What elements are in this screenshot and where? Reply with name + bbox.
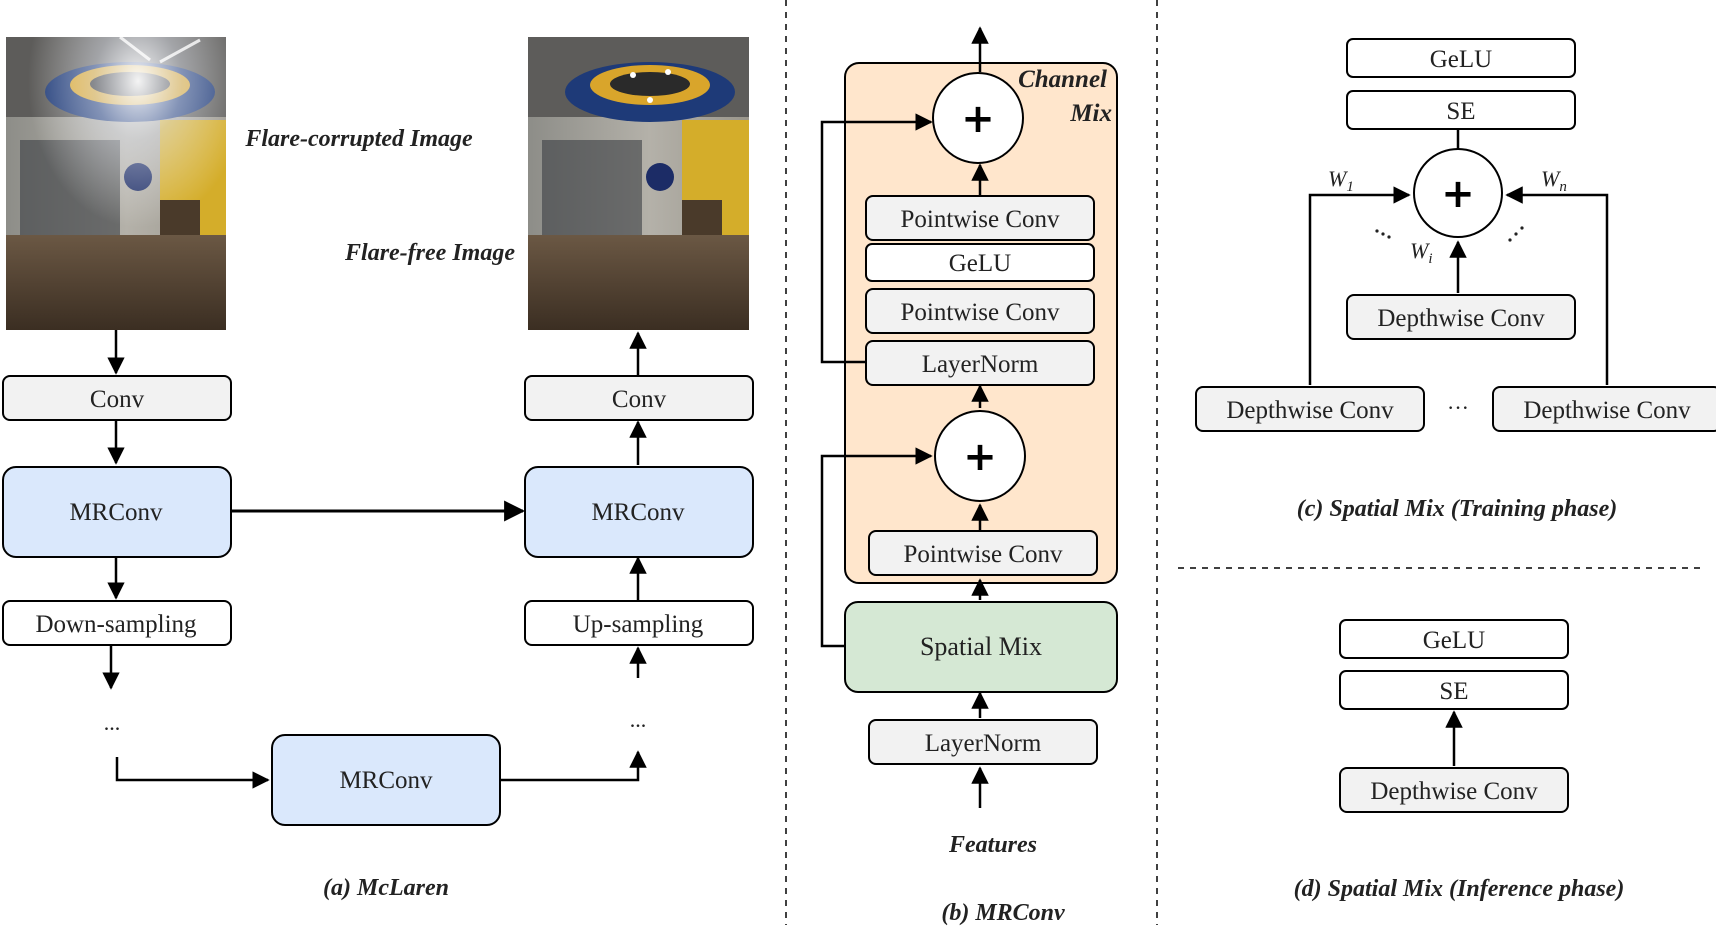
- mrconv-label-right: MRConv: [591, 499, 685, 526]
- mrconv-label-bottom: MRConv: [339, 767, 433, 794]
- arrow-to-bottom-mrconv: [115, 757, 270, 789]
- up-sampling-box: [524, 600, 754, 646]
- layernorm-inner-box: [865, 340, 1095, 386]
- depthwise-conv-right-box: [1492, 386, 1716, 432]
- se-d-box: [1339, 670, 1569, 710]
- pointwise-conv-top-box: [865, 195, 1095, 241]
- diagonal-dots-left: [1375, 229, 1391, 239]
- arrow-residual-top: [820, 113, 933, 364]
- pointwise-conv-mid-box: [865, 288, 1095, 334]
- depthwise-conv-left-label: Depthwise Conv: [1226, 397, 1394, 424]
- weight-wn-label: Wn: [1541, 166, 1567, 195]
- down-sampling-label: Down-sampling: [35, 611, 197, 638]
- ellipsis-left: ...: [104, 710, 121, 735]
- se-d-label: SE: [1439, 678, 1468, 705]
- arrow-residual-bottom: [820, 447, 933, 648]
- depthwise-conv-center-label: Depthwise Conv: [1377, 305, 1545, 332]
- gelu-label: GeLU: [949, 250, 1011, 277]
- gelu-c-box: [1346, 38, 1576, 78]
- mrconv-box-right: [524, 466, 754, 558]
- se-c-label: SE: [1446, 98, 1475, 125]
- add-icon-top: [932, 72, 1024, 164]
- plus-symbol-bottom: +: [963, 434, 997, 480]
- layernorm-outer-label: LayerNorm: [925, 730, 1042, 757]
- depthwise-conv-d-label: Depthwise Conv: [1370, 778, 1538, 805]
- conv-box-right: [524, 375, 754, 421]
- channel-mix-label-line1: Channel: [1018, 66, 1107, 93]
- depthwise-conv-right-label: Depthwise Conv: [1523, 397, 1691, 424]
- plus-symbol-top: +: [961, 96, 995, 142]
- add-icon-bottom: [934, 410, 1026, 502]
- depthwise-conv-center-box: [1346, 294, 1576, 340]
- spatial-mix-box: [844, 601, 1118, 693]
- conv-label-left: Conv: [90, 386, 145, 413]
- add-icon-c: [1413, 148, 1503, 238]
- conv-box-left: [2, 375, 232, 421]
- mrconv-box-bottom: [271, 734, 501, 826]
- ellipsis-right: ...: [630, 707, 647, 732]
- depthwise-conv-left-box: [1195, 386, 1425, 432]
- down-sampling-box: [2, 600, 232, 646]
- gelu-d-label: GeLU: [1423, 627, 1485, 654]
- output-image-label: Flare-free Image: [344, 240, 515, 266]
- depthwise-conv-d-box: [1339, 767, 1569, 813]
- pointwise-conv-low-box: [868, 530, 1098, 576]
- arrow-wn: [1505, 186, 1609, 385]
- channel-mix-label-line2: Mix: [1069, 100, 1112, 127]
- arrow-w1: [1308, 186, 1411, 385]
- gelu-c-label: GeLU: [1430, 46, 1492, 73]
- mrconv-box-left: [2, 466, 232, 558]
- flare-corrupted-photo: [6, 35, 226, 330]
- weight-w1-label: W1: [1328, 166, 1354, 195]
- pointwise-conv-top-label: Pointwise Conv: [900, 206, 1060, 233]
- caption-b: (b) MRConv: [941, 900, 1065, 926]
- pointwise-conv-low-label: Pointwise Conv: [903, 541, 1063, 568]
- gelu-box: [865, 243, 1095, 282]
- arrow-bottom-mrconv-up: [500, 750, 647, 782]
- diagonal-dots-right: [1508, 226, 1524, 242]
- up-sampling-label: Up-sampling: [573, 611, 704, 638]
- input-image-label: Flare-corrupted Image: [244, 126, 473, 152]
- plus-symbol-c: +: [1441, 171, 1475, 217]
- conv-label-right: Conv: [612, 386, 667, 413]
- gelu-d-box: [1339, 619, 1569, 659]
- caption-c: (c) Spatial Mix (Training phase): [1297, 496, 1617, 522]
- features-label: Features: [948, 832, 1037, 858]
- layernorm-outer-box: [868, 719, 1098, 765]
- caption-d: (d) Spatial Mix (Inference phase): [1294, 876, 1625, 902]
- spatial-mix-label: Spatial Mix: [920, 632, 1042, 661]
- flare-free-photo: [528, 37, 749, 330]
- caption-a: (a) McLaren: [323, 875, 449, 901]
- weight-wi-label: Wi: [1410, 238, 1433, 267]
- se-c-box: [1346, 90, 1576, 130]
- layernorm-inner-label: LayerNorm: [922, 351, 1039, 378]
- mrconv-label-left: MRConv: [69, 499, 163, 526]
- depthwise-dots: ···: [1447, 395, 1469, 420]
- pointwise-conv-mid-label: Pointwise Conv: [900, 299, 1060, 326]
